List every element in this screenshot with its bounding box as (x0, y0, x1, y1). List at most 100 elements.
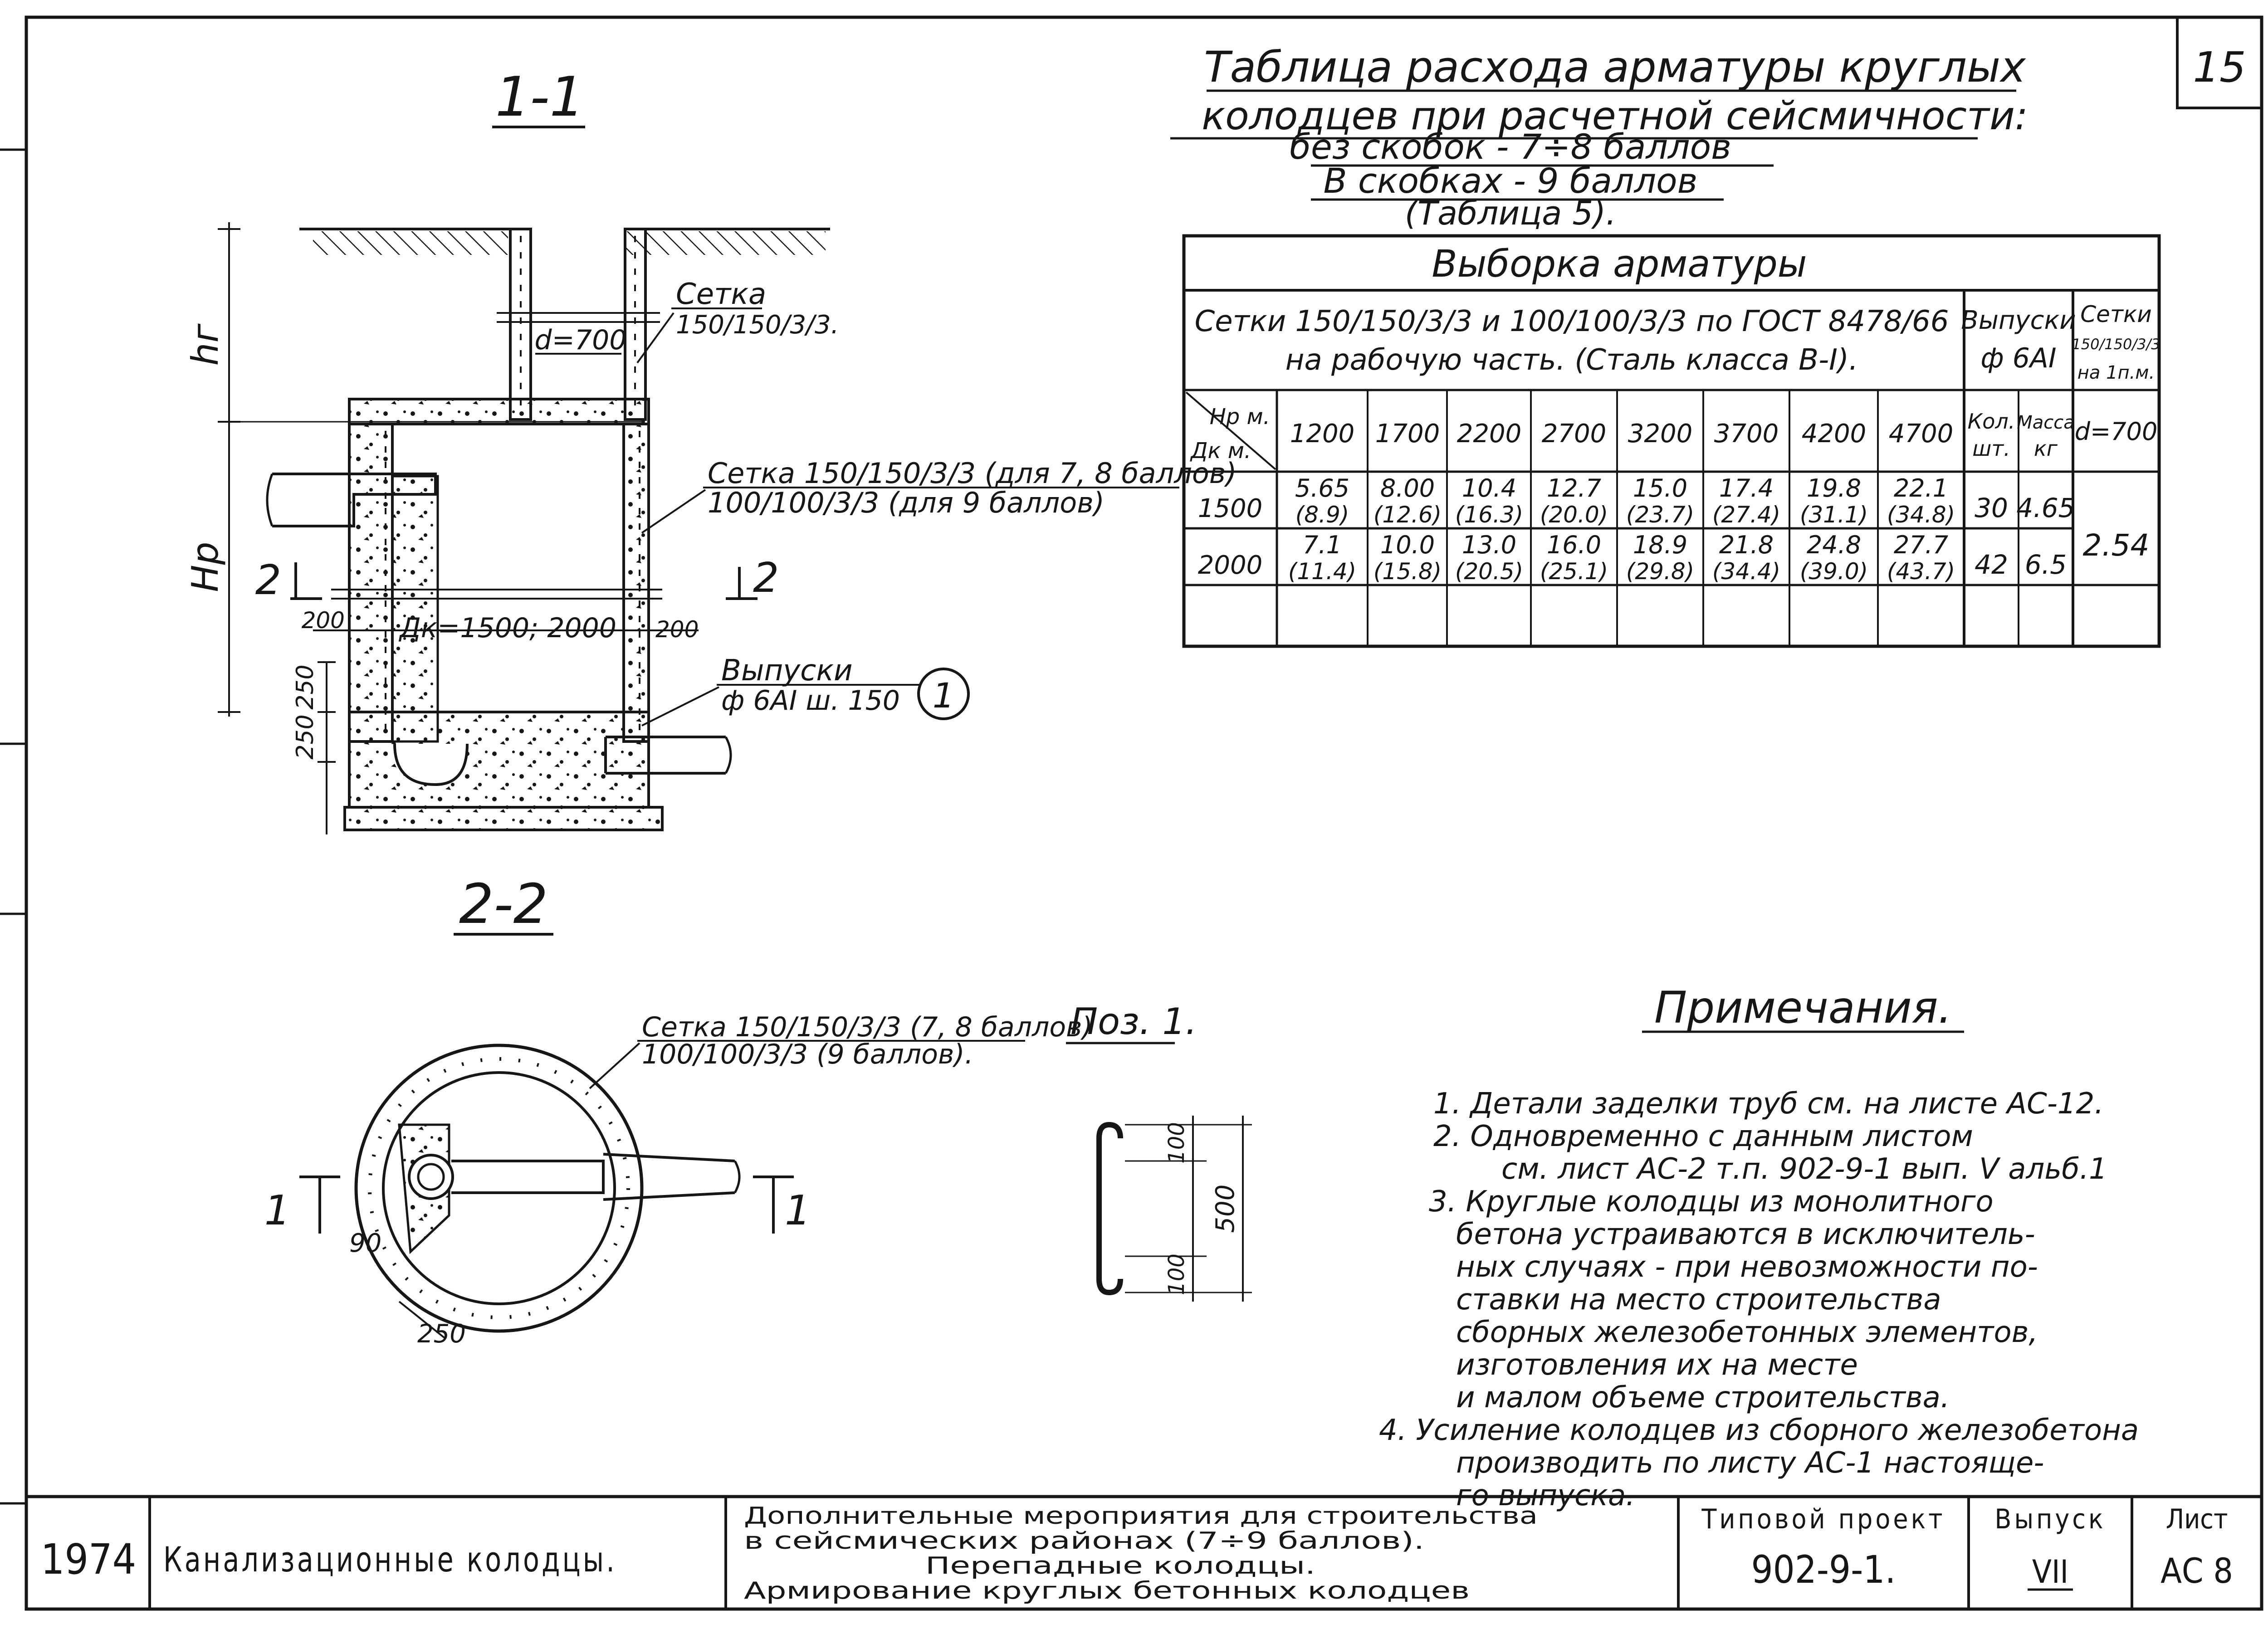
height-header: 4700 (1889, 419, 1954, 449)
corner-dk: Дк м. (1190, 438, 1251, 463)
cover-slab (348, 398, 650, 425)
mesh-lm-header-line2: 150/150/3/3 (2072, 336, 2160, 353)
title-year: 1974 (41, 1535, 137, 1584)
mass-value-9: (29.8) (1626, 558, 1694, 585)
notes: Примечания. 1. Детали заделки труб см. н… (1379, 982, 2139, 1512)
mass-value-7-8: 18.9 (1633, 531, 1687, 559)
table-title-line4: В скобках - 9 баллов (1324, 161, 1698, 201)
inner-diameter: Дк=1500; 2000 (398, 612, 616, 644)
row-diameter: 1500 (1198, 494, 1263, 523)
section-2-2-label: 2-2 (459, 873, 548, 936)
dim-wall-right: 200 (655, 616, 699, 643)
outlets-header-line2: ф 6АI (1980, 342, 2056, 374)
height-header: 2700 (1542, 419, 1607, 449)
mass-value-9: (8.9) (1295, 502, 1349, 528)
count-header-line2: шт. (1972, 436, 2010, 461)
mass-value-7-8: 17.4 (1719, 474, 1774, 502)
mass-value-7-8: 10.4 (1462, 474, 1516, 502)
mass-value-9: (12.6) (1374, 502, 1442, 528)
mass-value-9: (31.1) (1800, 502, 1868, 528)
mass-value-9: (11.4) (1288, 558, 1356, 585)
title-album-name: Канализационные колодцы. (163, 1539, 617, 1580)
section-1-1: 1-1 d=700 (184, 66, 1237, 834)
outlet-mass: 6.5 (2025, 549, 2067, 580)
vertical-dimensions: hг Hр 250 250 (184, 222, 644, 834)
mass-value-7-8: 8.00 (1380, 474, 1435, 502)
corner-hr: Hр м. (1210, 404, 1270, 429)
height-header: 3700 (1714, 419, 1779, 449)
mass-header-line1: Масса (2017, 412, 2075, 433)
title-project-label: Типовой проект (1701, 1503, 1945, 1535)
table-title: Таблица расхода арматуры круглых колодце… (1170, 43, 2028, 232)
height-header: 2200 (1457, 419, 1522, 449)
outlets-header-line1: Выпуски (1961, 306, 2076, 335)
dim-hg: hг (184, 323, 226, 366)
title-issue-label: Выпуск (1994, 1503, 2106, 1535)
outlet-pipe (604, 736, 732, 775)
mass-value-9: (16.3) (1455, 502, 1523, 528)
mass-value-9: (43.7) (1887, 558, 1955, 585)
inlet-pipe (266, 473, 437, 527)
section-1-leaders: Сетка 150/150/3/3. Сетка 150/150/3/3 (дл… (636, 278, 1237, 727)
mass-value-9: (23.7) (1626, 502, 1694, 528)
plan-dim-90: 90 (349, 1229, 381, 1258)
mass-value-9: (34.4) (1712, 558, 1780, 585)
mesh-lm-header-line1: Сетки (2080, 301, 2152, 327)
note-line: сборных железобетонных элементов, (1456, 1316, 2038, 1349)
row-diameter: 2000 (1198, 551, 1263, 580)
height-header: 4200 (1802, 419, 1867, 449)
title-desc-line4: Армирование круглых бетонных колодцев (744, 1577, 1470, 1605)
pos-1-dim-bottom: 100 (1164, 1254, 1189, 1295)
table-title-line5: (Таблица 5). (1405, 194, 1616, 232)
plan-mesh-line1: Сетка 150/150/3/3 (7, 8 баллов) (642, 1011, 1093, 1043)
plan-dim-250: 250 (417, 1319, 466, 1349)
mesh-wall-line1: Сетка 150/150/3/3 (для 7, 8 баллов) (708, 457, 1237, 490)
mass-value-7-8: 21.8 (1719, 531, 1774, 559)
title-block: 1974 Канализационные колодцы. Дополнител… (26, 1495, 2262, 1609)
mass-value-7-8: 15.0 (1633, 474, 1687, 502)
note-line: 1. Детали заделки труб см. на листе АС-1… (1433, 1087, 2104, 1121)
cut-marks-2-2: 2 2 (255, 554, 779, 604)
note-line: изготовления их на месте (1456, 1348, 1858, 1382)
well-outer-ring (354, 1044, 644, 1333)
mass-value-7-8: 7.1 (1303, 531, 1342, 559)
dim-250-lower: 250 (292, 714, 319, 759)
mesh-ring (368, 1057, 630, 1319)
mass-value-9: (15.8) (1374, 558, 1442, 585)
mesh-top-spec: 150/150/3/3. (676, 310, 839, 340)
dim-250-upper: 250 (292, 664, 319, 709)
title-desc-line3: Перепадные колодцы. (925, 1552, 1315, 1580)
outlet-bar (1096, 1122, 1123, 1296)
mass-value-7-8: 27.7 (1894, 531, 1948, 559)
table-grid (1182, 234, 2161, 648)
height-header: 3200 (1628, 419, 1693, 449)
pos-1-label: Поз. 1. (1070, 1000, 1197, 1043)
dim-wall-left: 200 (302, 607, 345, 634)
shaft-walls (331, 423, 662, 743)
table-rows: 15005.65(8.9)8.00(12.6)10.4(16.3)12.7(20… (1198, 474, 2075, 585)
neck-diameter: d=700 (535, 324, 627, 356)
title-project-number: 902-9-1. (1751, 1547, 1896, 1592)
title-sheet-label: Лист (2166, 1503, 2228, 1535)
callout-circle (917, 668, 970, 720)
mass-value-7-8: 24.8 (1807, 531, 1861, 559)
callout-number: 1 (933, 675, 954, 716)
dim-hr: Hр (184, 542, 226, 592)
cut-marks-1-1: 1 1 (264, 1176, 811, 1234)
sheet-number: 15 (2193, 43, 2246, 92)
outlet-count: 42 (1975, 549, 2008, 580)
group-header-line1: Сетки 150/150/3/3 и 100/100/3/3 по ГОСТ … (1195, 305, 1949, 338)
note-line: 2. Одновременно с данным листом (1433, 1120, 1973, 1153)
table-row: 20007.1(11.4)10.0(15.8)13.0(20.5)16.0(25… (1198, 531, 2067, 585)
mass-value-7-8: 13.0 (1462, 531, 1516, 559)
mesh-lm-header-line3: на 1п.м. (2077, 362, 2155, 383)
title-sheet-code: АС 8 (2160, 1551, 2233, 1591)
mesh-wall-line2: 100/100/3/3 (для 9 баллов) (708, 486, 1105, 519)
neck-value: 2.54 (2083, 528, 2150, 563)
outlet-count: 30 (1975, 493, 2008, 523)
plan-outlet-pipe (451, 1160, 605, 1194)
height-header: 1200 (1290, 419, 1355, 449)
table-row: 15005.65(8.9)8.00(12.6)10.4(16.3)12.7(20… (1198, 474, 2075, 528)
